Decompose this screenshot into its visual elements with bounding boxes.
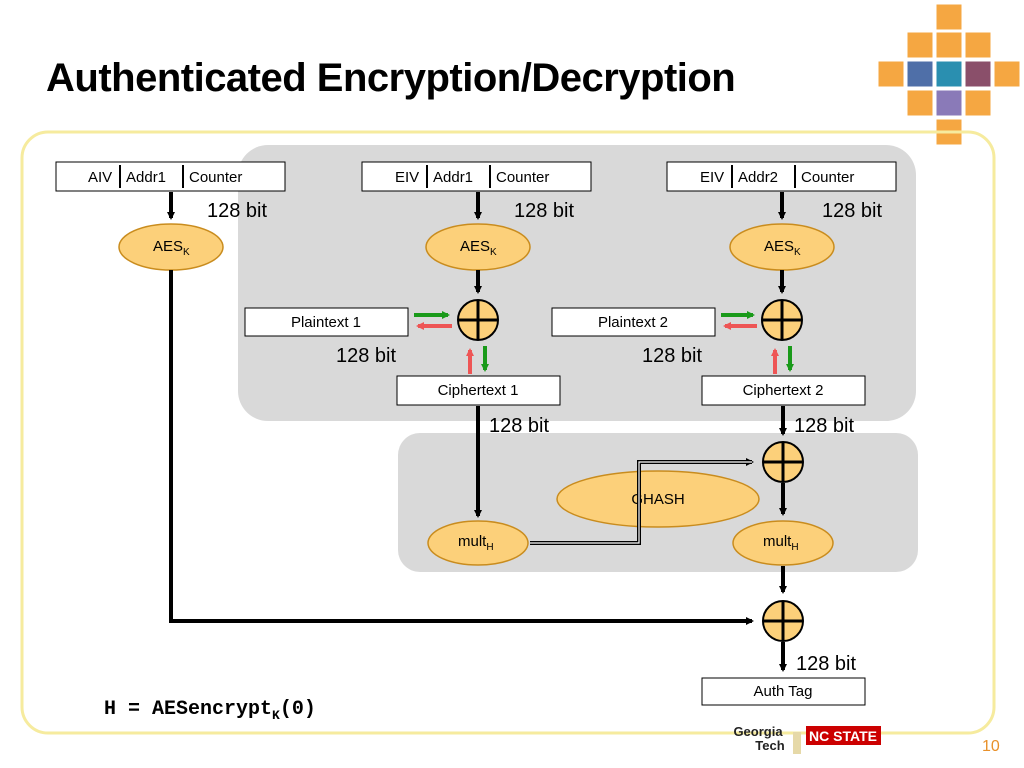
xor-icon bbox=[760, 298, 804, 342]
svg-text:Auth Tag: Auth Tag bbox=[754, 683, 813, 700]
svg-text:Georgia: Georgia bbox=[733, 724, 783, 739]
plaintext-1-box: Plaintext 1 bbox=[244, 307, 409, 337]
bit-width-label: 128 bit bbox=[489, 415, 549, 437]
feedback-path-highlight bbox=[530, 461, 752, 544]
aes-block: AESK bbox=[118, 223, 224, 271]
eiv-label: EIV bbox=[700, 169, 724, 186]
xor-icon bbox=[761, 440, 805, 484]
eiv2-counter-box: EIV Addr2 Counter bbox=[666, 161, 897, 192]
auth-tag-box: Auth Tag bbox=[701, 677, 866, 706]
addr2-label: Addr2 bbox=[738, 169, 778, 186]
svg-text:Ciphertext 2: Ciphertext 2 bbox=[743, 382, 824, 399]
svg-text:Ciphertext 1: Ciphertext 1 bbox=[438, 382, 519, 399]
aiv-path bbox=[169, 270, 754, 625]
svg-text:Plaintext 2: Plaintext 2 bbox=[598, 314, 668, 331]
aiv-label: AIV bbox=[88, 169, 112, 186]
svg-text:AESK: AESK bbox=[460, 238, 497, 258]
h-formula: H = AESencryptK(0) bbox=[104, 698, 316, 723]
content-frame bbox=[20, 130, 996, 735]
xor-icon bbox=[456, 298, 500, 342]
slide-title: Authenticated Encryption/Decryption bbox=[46, 56, 736, 100]
counter-label: Counter bbox=[189, 169, 242, 186]
svg-text:multH: multH bbox=[458, 533, 494, 553]
plaintext-2-box: Plaintext 2 bbox=[551, 307, 716, 337]
svg-text:AESK: AESK bbox=[764, 238, 801, 258]
xor-icon bbox=[761, 599, 805, 643]
addr1-label: Addr1 bbox=[433, 169, 473, 186]
counter-label: Counter bbox=[496, 169, 549, 186]
eiv-label: EIV bbox=[395, 169, 419, 186]
bit-width-label: 128 bit bbox=[642, 345, 702, 367]
svg-text:Tech: Tech bbox=[755, 738, 784, 753]
addr1-label: Addr1 bbox=[126, 169, 166, 186]
mult-block: multH bbox=[427, 520, 529, 566]
bit-width-label: 128 bit bbox=[514, 200, 574, 222]
slide-number: 10 bbox=[982, 738, 1000, 755]
aes-block: AESK bbox=[425, 223, 531, 271]
bit-width-label: 128 bit bbox=[336, 345, 396, 367]
bit-width-label: 128 bit bbox=[822, 200, 882, 222]
svg-text:Plaintext 1: Plaintext 1 bbox=[291, 314, 361, 331]
bit-width-label: 128 bit bbox=[207, 200, 267, 222]
ciphertext-2-box: Ciphertext 2 bbox=[701, 375, 866, 406]
svg-text:multH: multH bbox=[763, 533, 799, 553]
georgia-tech-logo: Georgia Tech bbox=[733, 724, 801, 754]
svg-text:NC STATE: NC STATE bbox=[809, 728, 877, 744]
counter-label: Counter bbox=[801, 169, 854, 186]
ghash-block: GHASH bbox=[556, 470, 760, 528]
bit-width-label: 128 bit bbox=[794, 415, 854, 437]
bit-width-label: 128 bit bbox=[796, 653, 856, 675]
mult-block: multH bbox=[732, 520, 834, 566]
aes-block: AESK bbox=[729, 223, 835, 271]
encryption-panel bbox=[238, 145, 916, 421]
nc-state-logo: NC STATE bbox=[806, 726, 881, 745]
ciphertext-1-box: Ciphertext 1 bbox=[396, 375, 561, 406]
svg-text:GHASH: GHASH bbox=[631, 491, 684, 508]
tile-logo bbox=[877, 3, 1021, 146]
eiv1-counter-box: EIV Addr1 Counter bbox=[361, 161, 592, 192]
aiv-counter-box: AIV Addr1 Counter bbox=[55, 161, 286, 192]
svg-text:AESK: AESK bbox=[153, 238, 190, 258]
